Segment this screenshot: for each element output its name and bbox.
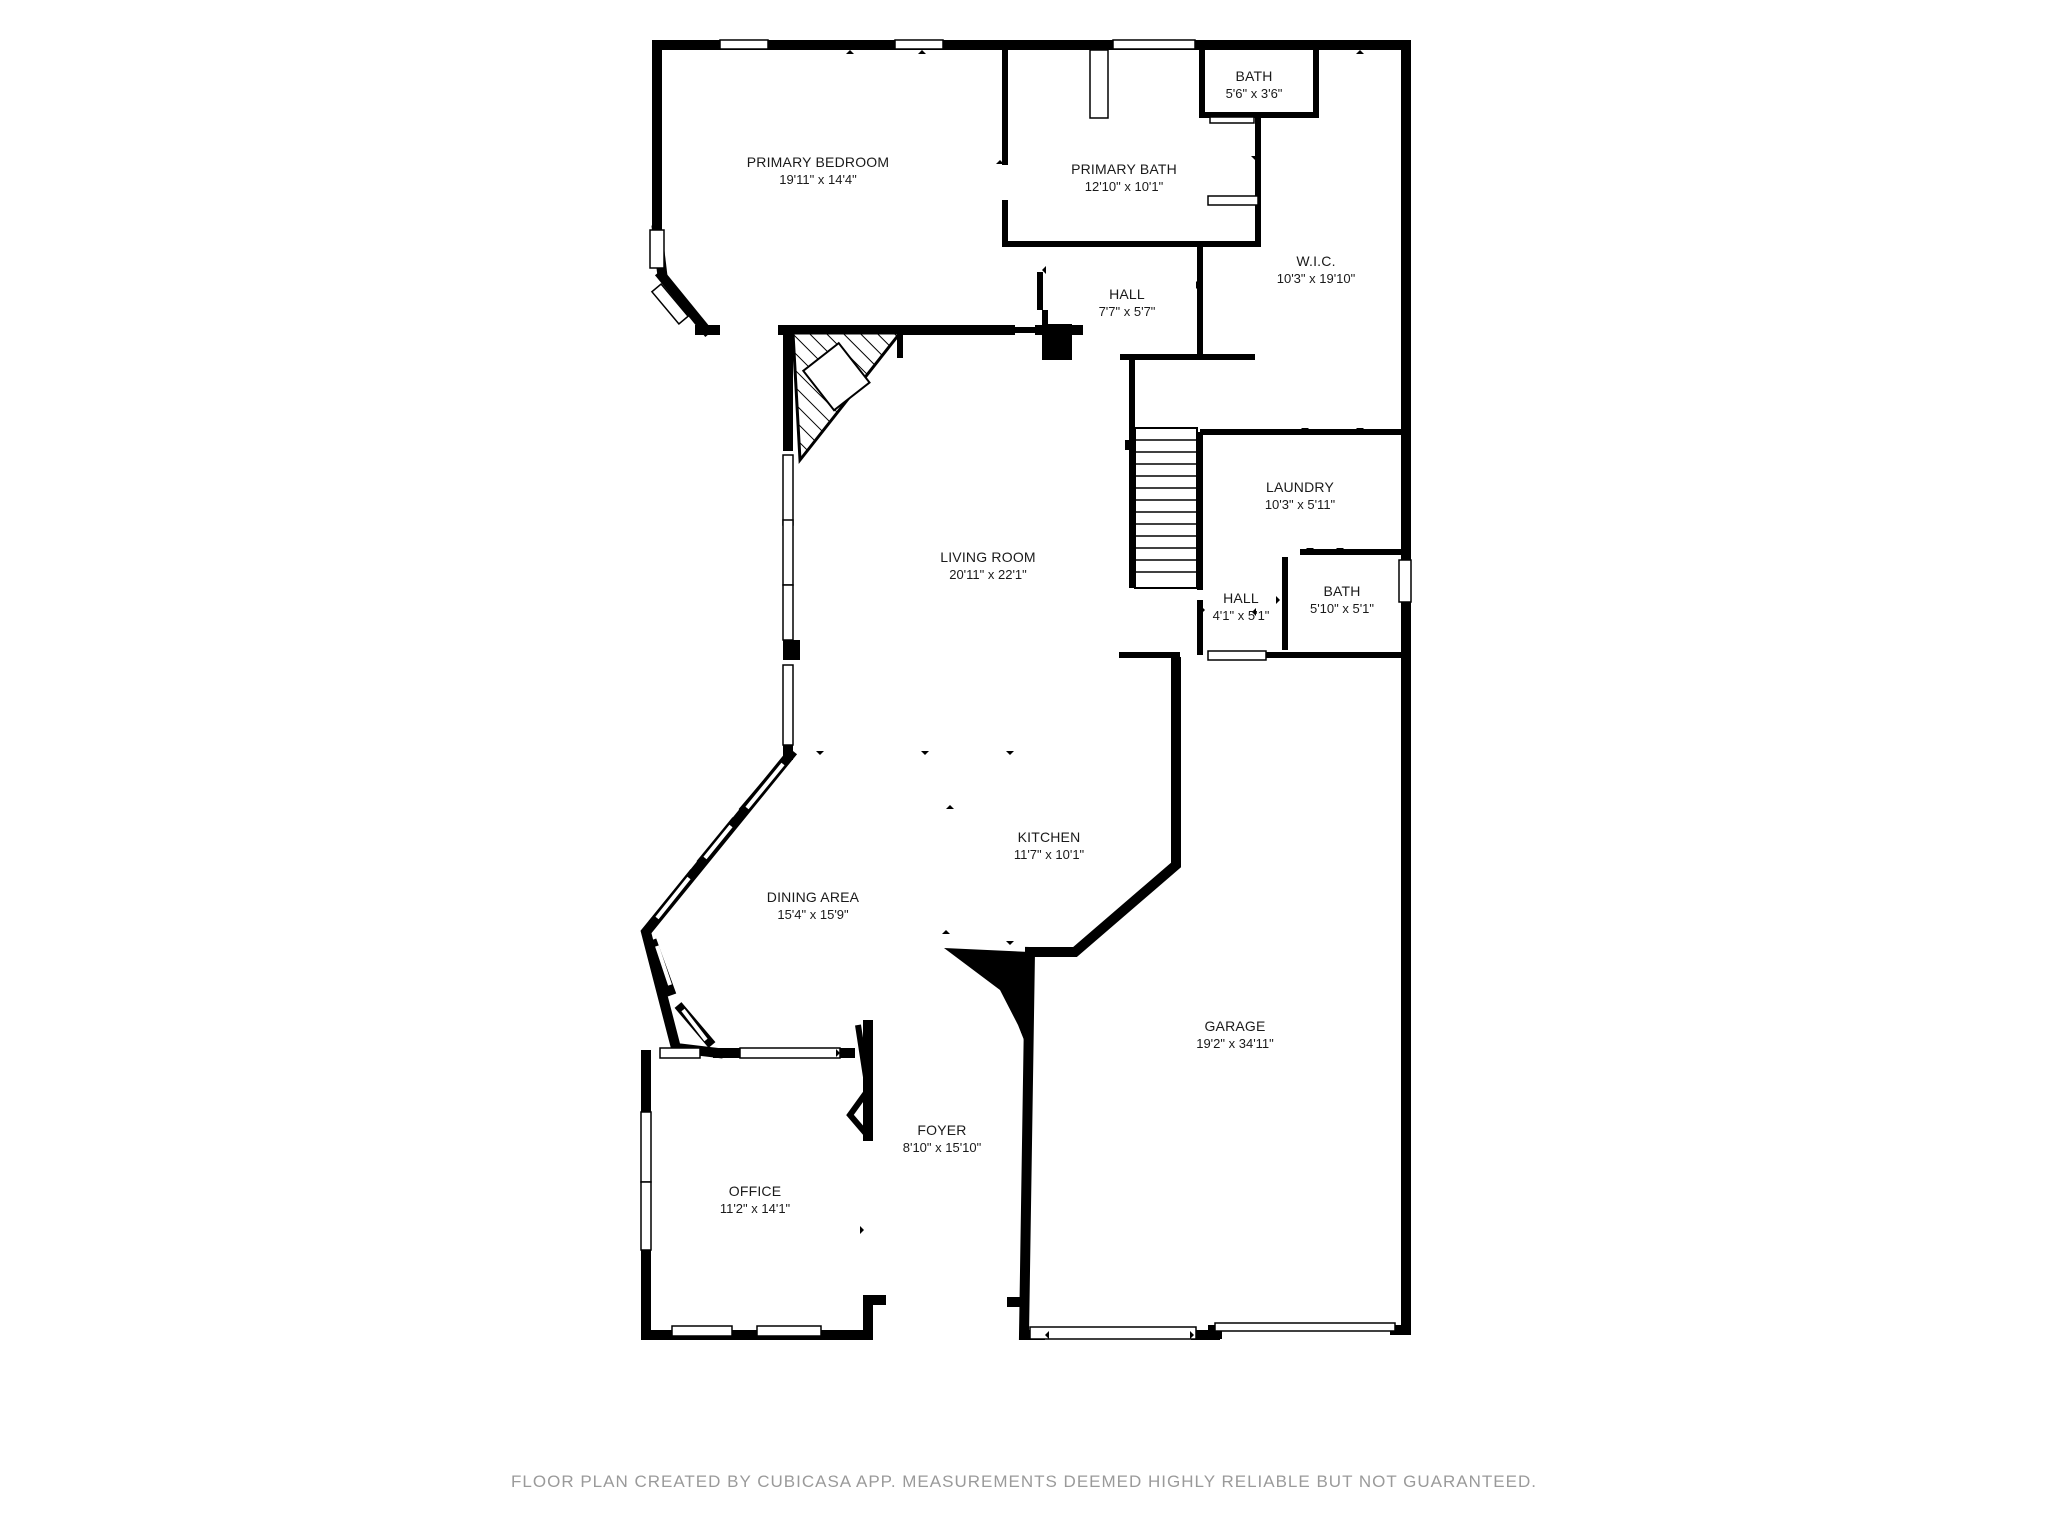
room-label-kitchen: KITCHEN 11'7" x 10'1" bbox=[1014, 829, 1084, 863]
room-label-bath-upper: BATH 5'6" x 3'6" bbox=[1226, 68, 1283, 102]
room-label-hall-lower: HALL 4'1" x 5'1" bbox=[1213, 590, 1270, 624]
room-name: LIVING ROOM bbox=[940, 549, 1036, 565]
room-dims: 4'1" x 5'1" bbox=[1212, 608, 1270, 623]
room-label-living-room: LIVING ROOM 20'11" x 22'1" bbox=[940, 549, 1036, 583]
room-label-office: OFFICE 11'2" x 14'1" bbox=[720, 1183, 790, 1217]
wall-blocks bbox=[736, 324, 1222, 1340]
door-markers bbox=[816, 50, 1405, 1339]
room-label-garage: GARAGE 19'2" x 34'11" bbox=[1196, 1018, 1274, 1052]
room-dims: 19'11" x 14'4" bbox=[779, 172, 857, 187]
room-name: PRIMARY BEDROOM bbox=[746, 154, 890, 170]
room-dims: 5'6" x 3'6" bbox=[1225, 86, 1283, 101]
windows bbox=[640, 39, 1412, 1340]
room-dims: 10'3" x 5'11" bbox=[1264, 497, 1336, 512]
stairs bbox=[791, 331, 1198, 589]
room-name: OFFICE bbox=[728, 1183, 782, 1199]
room-name: PRIMARY BATH bbox=[1071, 161, 1177, 177]
room-label-primary-bath: PRIMARY BATH 12'10" x 10'1" bbox=[1071, 161, 1177, 195]
room-label-bath-lower: BATH 5'10" x 5'1" bbox=[1310, 583, 1374, 617]
room-label-hall-upper: HALL 7'7" x 5'7" bbox=[1099, 286, 1156, 320]
room-dims: 15'4" x 15'9" bbox=[777, 907, 849, 922]
room-name: HALL bbox=[1109, 286, 1145, 302]
room-label-foyer: FOYER 8'10" x 15'10" bbox=[903, 1122, 982, 1156]
room-name: LAUNDRY bbox=[1265, 479, 1335, 495]
door-openings bbox=[996, 165, 1206, 600]
room-dims: 8'10" x 15'10" bbox=[902, 1140, 982, 1155]
room-dims: 10'3" x 19'10" bbox=[1276, 271, 1356, 286]
room-label-primary-bedroom: PRIMARY BEDROOM 19'11" x 14'4" bbox=[747, 154, 890, 188]
room-name: W.I.C. bbox=[1296, 253, 1336, 269]
room-name: FOYER bbox=[917, 1122, 967, 1138]
room-dims: 5'10" x 5'1" bbox=[1309, 601, 1375, 616]
room-name: HALL bbox=[1223, 590, 1259, 606]
room-dims: 20'11" x 22'1" bbox=[949, 567, 1027, 582]
room-name: BATH bbox=[1323, 583, 1361, 599]
disclaimer-text: FLOOR PLAN CREATED BY CUBICASA APP. MEAS… bbox=[511, 1472, 1537, 1491]
room-dims: 19'2" x 34'11" bbox=[1196, 1036, 1274, 1051]
room-name: GARAGE bbox=[1204, 1018, 1266, 1034]
room-name: DINING AREA bbox=[766, 889, 860, 905]
room-label-laundry: LAUNDRY 10'3" x 5'11" bbox=[1265, 479, 1335, 513]
room-dims: 11'2" x 14'1" bbox=[719, 1201, 791, 1216]
room-name: BATH bbox=[1235, 68, 1273, 84]
angled-window-panes bbox=[655, 762, 785, 1042]
room-dims: 7'7" x 5'7" bbox=[1098, 304, 1156, 319]
room-dims: 11'7" x 10'1" bbox=[1013, 847, 1085, 862]
room-label-wic: W.I.C. 10'3" x 19'10" bbox=[1277, 253, 1356, 287]
interior-walls bbox=[846, 50, 1406, 1138]
room-dims: 12'10" x 10'1" bbox=[1084, 179, 1164, 194]
room-name: KITCHEN bbox=[1017, 829, 1081, 845]
room-label-dining-area: DINING AREA 15'4" x 15'9" bbox=[767, 889, 859, 923]
